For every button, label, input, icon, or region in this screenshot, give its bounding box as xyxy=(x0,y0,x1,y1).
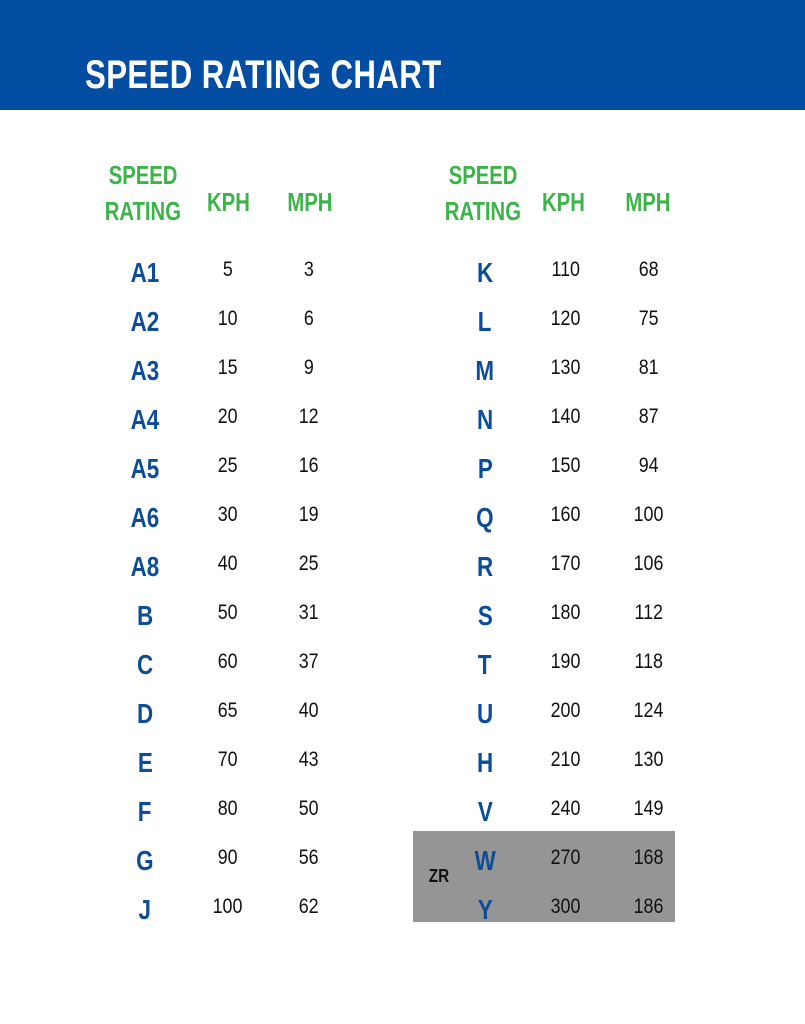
mph-value: 19 xyxy=(299,502,319,526)
zr-label: ZR xyxy=(428,865,450,886)
right-header-kph: KPH xyxy=(541,187,585,217)
rating-code: A1 xyxy=(130,257,160,288)
kph-value: 150 xyxy=(551,453,581,477)
kph-value: 65 xyxy=(218,698,238,722)
mph-value: 56 xyxy=(299,845,319,869)
rating-code: C xyxy=(136,649,154,680)
kph-value: 50 xyxy=(218,600,238,624)
mph-value: 75 xyxy=(639,306,659,330)
kph-value: 110 xyxy=(551,257,581,281)
mph-value: 50 xyxy=(299,796,319,820)
kph-value: 80 xyxy=(218,796,238,820)
rating-code: D xyxy=(136,698,154,729)
rating-code: M xyxy=(475,355,495,386)
rating-code: N xyxy=(476,404,494,435)
kph-value: 240 xyxy=(551,796,581,820)
kph-value: 200 xyxy=(551,698,581,722)
mph-value: 37 xyxy=(299,649,319,673)
right-header-mph: MPH xyxy=(625,187,671,217)
mph-value: 31 xyxy=(299,600,319,624)
kph-value: 100 xyxy=(213,894,243,918)
rating-code: V xyxy=(477,796,493,827)
mph-value: 186 xyxy=(634,894,664,918)
mph-value: 94 xyxy=(639,453,659,477)
rating-code: G xyxy=(136,845,154,876)
mph-value: 12 xyxy=(299,404,319,428)
kph-value: 25 xyxy=(218,453,238,477)
mph-value: 81 xyxy=(639,355,659,379)
mph-value: 62 xyxy=(299,894,319,918)
kph-value: 210 xyxy=(551,747,581,771)
kph-value: 140 xyxy=(551,404,581,428)
rating-code: T xyxy=(478,649,492,680)
rating-code: A8 xyxy=(130,551,160,582)
rating-code: W xyxy=(474,845,496,876)
rating-code: P xyxy=(477,453,493,484)
kph-value: 30 xyxy=(218,502,238,526)
kph-value: 120 xyxy=(551,306,581,330)
rating-code: A3 xyxy=(130,355,160,386)
rating-code: A2 xyxy=(130,306,160,337)
page-title: SPEED RATING CHART xyxy=(85,53,442,97)
kph-value: 60 xyxy=(218,649,238,673)
rating-code: Y xyxy=(477,894,493,925)
rating-code: F xyxy=(138,796,152,827)
mph-value: 87 xyxy=(639,404,659,428)
rating-code: U xyxy=(476,698,494,729)
mph-value: 3 xyxy=(304,257,314,281)
rating-code: K xyxy=(476,257,494,288)
mph-value: 118 xyxy=(634,649,664,673)
mph-value: 149 xyxy=(634,796,664,820)
kph-value: 300 xyxy=(551,894,581,918)
rating-code: H xyxy=(476,747,494,778)
mph-value: 40 xyxy=(299,698,319,722)
mph-value: 124 xyxy=(634,698,664,722)
kph-value: 40 xyxy=(218,551,238,575)
title-banner: SPEED RATING CHART xyxy=(0,0,805,110)
rating-code: B xyxy=(136,600,154,631)
kph-value: 90 xyxy=(218,845,238,869)
mph-value: 68 xyxy=(639,257,659,281)
kph-value: 180 xyxy=(551,600,581,624)
left-header-kph: KPH xyxy=(206,187,250,217)
rating-code: A6 xyxy=(130,502,160,533)
rating-code: J xyxy=(138,894,152,925)
rating-code: S xyxy=(477,600,493,631)
rating-code: A5 xyxy=(130,453,160,484)
rating-code: Q xyxy=(476,502,494,533)
rating-code: L xyxy=(478,306,492,337)
kph-value: 15 xyxy=(218,355,238,379)
kph-value: 10 xyxy=(218,306,238,330)
kph-value: 270 xyxy=(551,845,581,869)
zr-highlight-box xyxy=(413,831,675,922)
kph-value: 170 xyxy=(551,551,581,575)
mph-value: 106 xyxy=(634,551,664,575)
mph-value: 168 xyxy=(634,845,664,869)
mph-value: 25 xyxy=(299,551,319,575)
mph-value: 6 xyxy=(304,306,314,330)
mph-value: 100 xyxy=(634,502,664,526)
kph-value: 160 xyxy=(551,502,581,526)
mph-value: 130 xyxy=(634,747,664,771)
kph-value: 5 xyxy=(223,257,233,281)
mph-value: 9 xyxy=(304,355,314,379)
rating-code: R xyxy=(476,551,494,582)
kph-value: 130 xyxy=(551,355,581,379)
kph-value: 70 xyxy=(218,747,238,771)
kph-value: 20 xyxy=(218,404,238,428)
rating-code: A4 xyxy=(130,404,160,435)
mph-value: 112 xyxy=(634,600,664,624)
left-header-mph: MPH xyxy=(287,187,333,217)
kph-value: 190 xyxy=(551,649,581,673)
mph-value: 16 xyxy=(299,453,319,477)
mph-value: 43 xyxy=(299,747,319,771)
rating-code: E xyxy=(137,747,153,778)
